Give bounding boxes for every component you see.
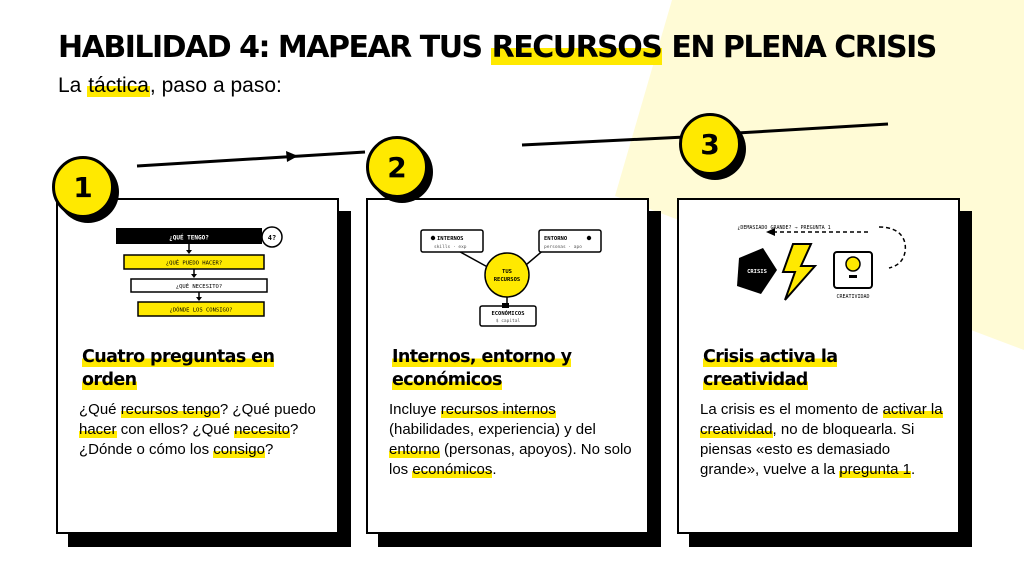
page-subtitle: La táctica, paso a paso: [58, 74, 282, 97]
svg-text:personas · apo: personas · apo [544, 245, 582, 250]
lightning-icon [781, 243, 818, 301]
step-card-3: ¿DEMASIADO GRANDE? → PREGUNTA 1 CRISIS C… [677, 198, 960, 534]
flow-badge-4: 4? [268, 234, 276, 242]
creatividad-label: CREATIVIDAD [836, 294, 869, 300]
crisis-label: CRISIS [747, 269, 767, 275]
svg-text:RECURSOS: RECURSOS [494, 277, 521, 283]
svg-text:skills · exp: skills · exp [434, 244, 467, 250]
step-badge-3: 3 [679, 113, 741, 175]
arrow-down-icon [196, 297, 202, 301]
crisis-creativity-diagram: ¿DEMASIADO GRANDE? → PREGUNTA 1 CRISIS C… [737, 225, 907, 301]
node-internos: INTERNOS [437, 236, 464, 242]
arrow-down-icon [186, 250, 192, 254]
page-title: HABILIDAD 4: MAPEAR TUS RECURSOS EN PLEN… [58, 30, 937, 65]
card-1-title: Cuatro preguntas en orden [82, 347, 275, 390]
step-card-2: INTERNOS skills · exp ENTORNO personas ·… [366, 198, 649, 534]
card-3-title: Crisis activa la creatividad [703, 347, 838, 390]
svg-text:$ capital: $ capital [496, 318, 521, 324]
flow-q1: ¿QUÉ TENGO? [169, 234, 209, 242]
step-badge-1: 1 [52, 156, 114, 218]
questions-flow-diagram: ¿QUÉ TENGO? 4? ¿QUÉ PUEDO HACER? ¿QUÉ NE… [116, 226, 283, 317]
loop-label: ¿DEMASIADO GRANDE? → PREGUNTA 1 [737, 225, 830, 231]
arrow-left-icon [766, 228, 775, 236]
step-card-1: ¿QUÉ TENGO? 4? ¿QUÉ PUEDO HACER? ¿QUÉ NE… [56, 198, 339, 534]
flow-q2: ¿QUÉ PUEDO HACER? [166, 259, 222, 267]
card-1-body: ¿Qué recursos tengo? ¿Qué puedo hacer co… [79, 401, 316, 458]
step-badge-2: 2 [366, 136, 428, 198]
arrow-down-icon [191, 274, 197, 278]
node-center: TUS [502, 269, 512, 275]
node-entorno: ENTORNO [544, 236, 568, 242]
flow-q3: ¿QUÉ NECESITO? [176, 282, 222, 290]
node-economicos: ECONÓMICOS [491, 310, 524, 317]
crisis-pentagon-icon [737, 248, 777, 294]
bulb-icon [845, 256, 861, 272]
flow-q4: ¿DÓNDE LOS CONSIGO? [170, 307, 233, 314]
card-2-title: Internos, entorno y económicos [392, 347, 572, 390]
resources-network-diagram: INTERNOS skills · exp ENTORNO personas ·… [420, 229, 602, 327]
card-3-body: La crisis es el momento de activar la cr… [700, 401, 943, 478]
card-2-body: Incluye recursos internos (habilidades, … [389, 401, 632, 478]
